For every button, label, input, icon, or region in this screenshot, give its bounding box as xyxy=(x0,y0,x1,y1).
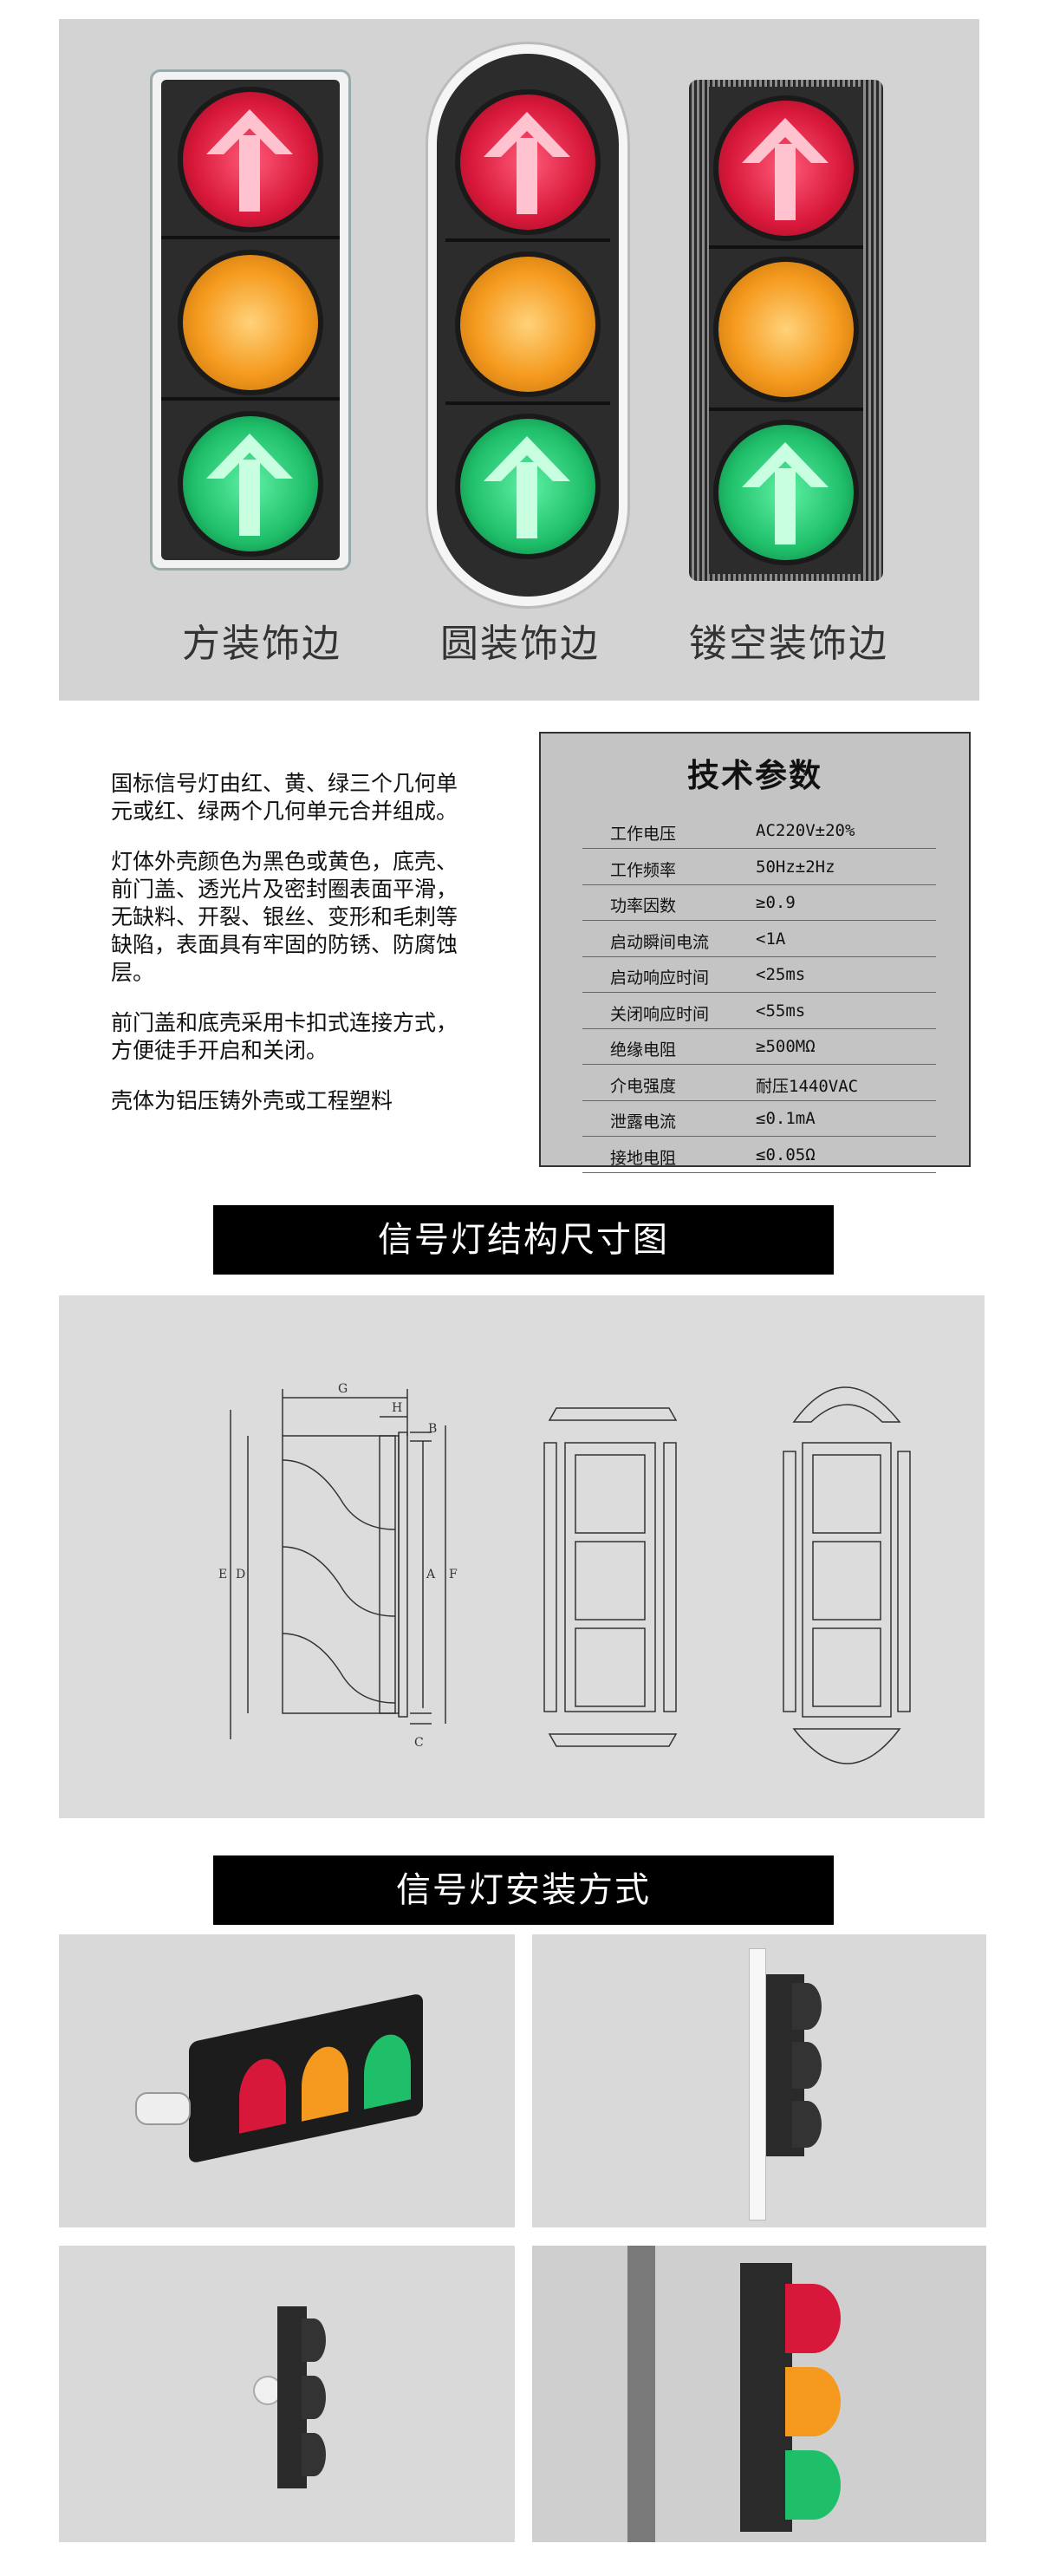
up-arrow-icon xyxy=(206,109,293,212)
square-trim-divider-1 xyxy=(161,236,340,239)
yellow-lens xyxy=(713,257,859,402)
visor-1 xyxy=(302,2318,326,2362)
mount-bracket xyxy=(135,2092,191,2125)
intro-paragraph-4: 壳体为铝压铸外壳或工程塑料 xyxy=(111,1088,393,1113)
visor-1 xyxy=(792,1983,822,2030)
install-photo-bracket xyxy=(59,2246,515,2542)
spec-key: 绝缘电阻 xyxy=(610,1040,677,1060)
spec-row: 关闭响应时间 <55ms xyxy=(582,994,936,1029)
spec-key: 关闭响应时间 xyxy=(610,1004,710,1024)
up-arrow-icon xyxy=(742,442,829,545)
spec-value: 50Hz±2Hz xyxy=(756,857,835,877)
spec-key: 介电强度 xyxy=(610,1076,677,1096)
spec-title: 技术参数 xyxy=(687,757,822,794)
dimensions-banner: 信号灯结构尺寸图 xyxy=(213,1205,834,1275)
closeup-signal-housing xyxy=(740,2263,792,2532)
up-arrow-icon xyxy=(484,436,570,538)
spec-row: 绝缘电阻 ≥500MΩ xyxy=(582,1029,936,1065)
dimension-drawing: G H B D E A F C xyxy=(218,1382,911,1764)
intro-paragraph-2: 灯体外壳颜色为黑色或黄色，底壳、前门盖、透光片及密封圈表面平滑，无缺料、开裂、银… xyxy=(111,849,458,985)
install-photo-closeup xyxy=(532,2246,986,2542)
spec-value: AC220V±20% xyxy=(756,821,855,840)
dim-label-d: D xyxy=(236,1568,245,1581)
spec-key: 泄露电流 xyxy=(610,1112,677,1131)
visor-2 xyxy=(792,2042,822,2089)
dim-label-c: C xyxy=(414,1736,424,1750)
spec-row: 功率因数 ≥0.9 xyxy=(582,885,936,921)
dimensions-panel xyxy=(59,1295,985,1818)
dim-label-g: G xyxy=(338,1382,348,1396)
spec-key: 接地电阻 xyxy=(610,1148,677,1168)
round-trim-divider-1 xyxy=(445,238,610,242)
spec-value: ≤0.1mA xyxy=(756,1109,816,1128)
dim-label-e: E xyxy=(218,1568,227,1581)
up-arrow-icon xyxy=(742,118,829,220)
steel-pole xyxy=(627,2246,655,2542)
spec-key: 工作电压 xyxy=(610,825,677,844)
dim-label-a: A xyxy=(426,1568,436,1581)
intro-text: 国标信号灯由红、黄、绿三个几何单元或红、绿两个几何单元合并组成。 灯体外壳颜色为… xyxy=(111,770,458,1138)
spec-row: 工作电压 AC220V±20% xyxy=(582,813,936,849)
install-photo-pole-side xyxy=(532,1934,986,2227)
pole xyxy=(749,1948,766,2221)
spec-value: ≥500MΩ xyxy=(756,1037,816,1056)
dim-label-f: F xyxy=(449,1568,458,1581)
yellow-visor xyxy=(785,2367,841,2436)
intro-paragraph-1: 国标信号灯由红、黄、绿三个几何单元或红、绿两个几何单元合并组成。 xyxy=(111,771,458,824)
round-trim-divider-2 xyxy=(445,401,610,405)
visor-3 xyxy=(302,2433,326,2476)
spec-row: 介电强度 耐压1440VAC xyxy=(582,1066,936,1101)
spec-row: 泄露电流 ≤0.1mA xyxy=(582,1101,936,1137)
variant-label-round: 圆装饰边 xyxy=(440,622,600,666)
yellow-lens xyxy=(455,251,601,397)
dim-label-h: H xyxy=(392,1401,402,1415)
green-visor xyxy=(785,2450,841,2520)
installation-banner: 信号灯安装方式 xyxy=(213,1855,834,1925)
spec-key: 启动瞬间电流 xyxy=(610,932,710,952)
spec-value: <1A xyxy=(756,929,786,949)
up-arrow-icon xyxy=(484,112,570,214)
variant-label-hollow: 镂空装饰边 xyxy=(689,622,888,666)
up-arrow-icon xyxy=(206,434,293,536)
spec-value: 耐压1440VAC xyxy=(756,1076,859,1096)
spec-key: 启动响应时间 xyxy=(610,968,710,988)
dim-label-b: B xyxy=(428,1422,437,1436)
visor-2 xyxy=(302,2376,326,2419)
square-trim-divider-2 xyxy=(161,397,340,401)
visor-3 xyxy=(792,2101,822,2148)
spec-value: <25ms xyxy=(756,965,806,984)
spec-row: 工作频率 50Hz±2Hz xyxy=(582,850,936,885)
spec-value: ≥0.9 xyxy=(756,893,796,912)
spec-key: 功率因数 xyxy=(610,897,677,916)
spec-value: ≤0.05Ω xyxy=(756,1145,816,1164)
spec-row: 启动响应时间 <25ms xyxy=(582,957,936,993)
yellow-lens xyxy=(178,250,323,395)
intro-paragraph-3: 前门盖和底壳采用卡扣式连接方式，方便徒手开启和关闭。 xyxy=(111,1010,458,1063)
spec-row: 接地电阻 ≤0.05Ω xyxy=(582,1138,936,1173)
red-visor xyxy=(785,2284,841,2353)
spec-key: 工作频率 xyxy=(610,860,677,880)
spec-row: 启动瞬间电流 <1A xyxy=(582,922,936,957)
install-photo-horizontal xyxy=(59,1934,515,2227)
variant-label-square: 方装饰边 xyxy=(182,622,341,666)
hollow-trim-divider-1 xyxy=(709,245,863,249)
spec-value: <55ms xyxy=(756,1001,806,1021)
hollow-trim-divider-2 xyxy=(709,408,863,411)
spec-table: 技术参数 工作电压 AC220V±20% 工作频率 50Hz±2Hz 功率因数 ≥0.9 启… xyxy=(539,732,971,1173)
